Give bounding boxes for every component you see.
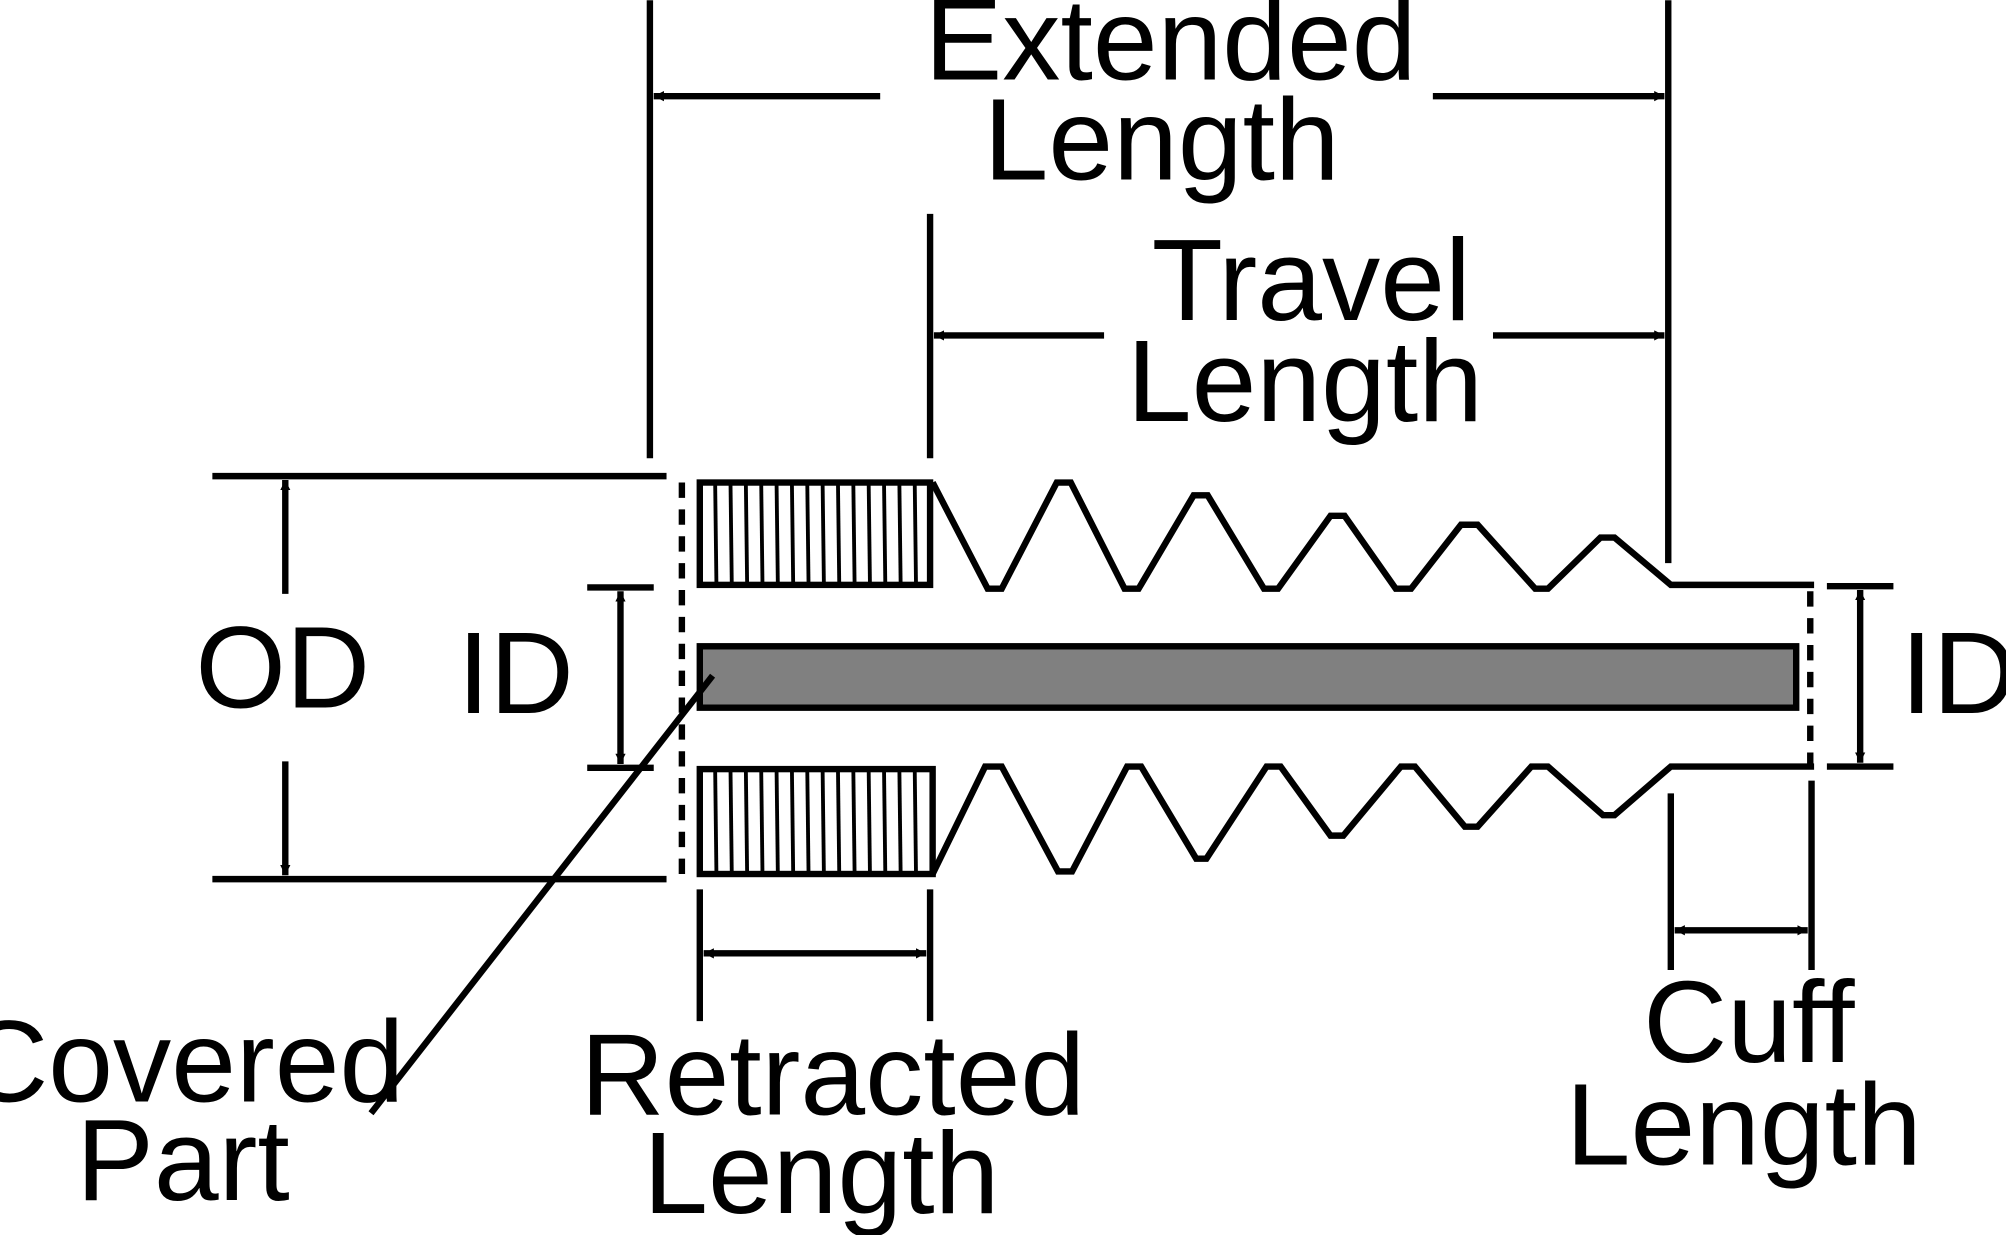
retracted-bellows-top (696, 479, 934, 589)
id-right-label: ID (1900, 608, 2006, 738)
covered-part-leader-line (368, 673, 716, 1116)
cuff-length-label-line2: Length (1566, 1059, 1922, 1189)
bellows-zigzag-top (929, 479, 1815, 592)
covered-part-label-line1: Covered (0, 997, 404, 1127)
cuff-length-label-line1: Cuff (1643, 957, 1855, 1087)
bellows-zigzag-bottom (929, 763, 1815, 876)
extended-length-label-line1: Extended (925, 0, 1417, 105)
covered-part-label-line2: Part (76, 1095, 290, 1225)
retracted-length-label-line2: Length (643, 1108, 999, 1235)
id-left-label: ID (457, 608, 573, 738)
od-label: OD (195, 603, 370, 733)
retracted-length-label-line1: Retracted (581, 1010, 1086, 1140)
travel-length-label-line1: Travel (1152, 215, 1471, 345)
covered-rod (696, 643, 1800, 711)
extension-lines (212, 0, 1894, 1022)
dimension-arrows (280, 91, 1866, 959)
travel-length-label-line2: Length (1127, 316, 1483, 446)
extended-length-label-line2: Length (984, 74, 1340, 204)
retracted-bellows-bottom (696, 765, 936, 878)
